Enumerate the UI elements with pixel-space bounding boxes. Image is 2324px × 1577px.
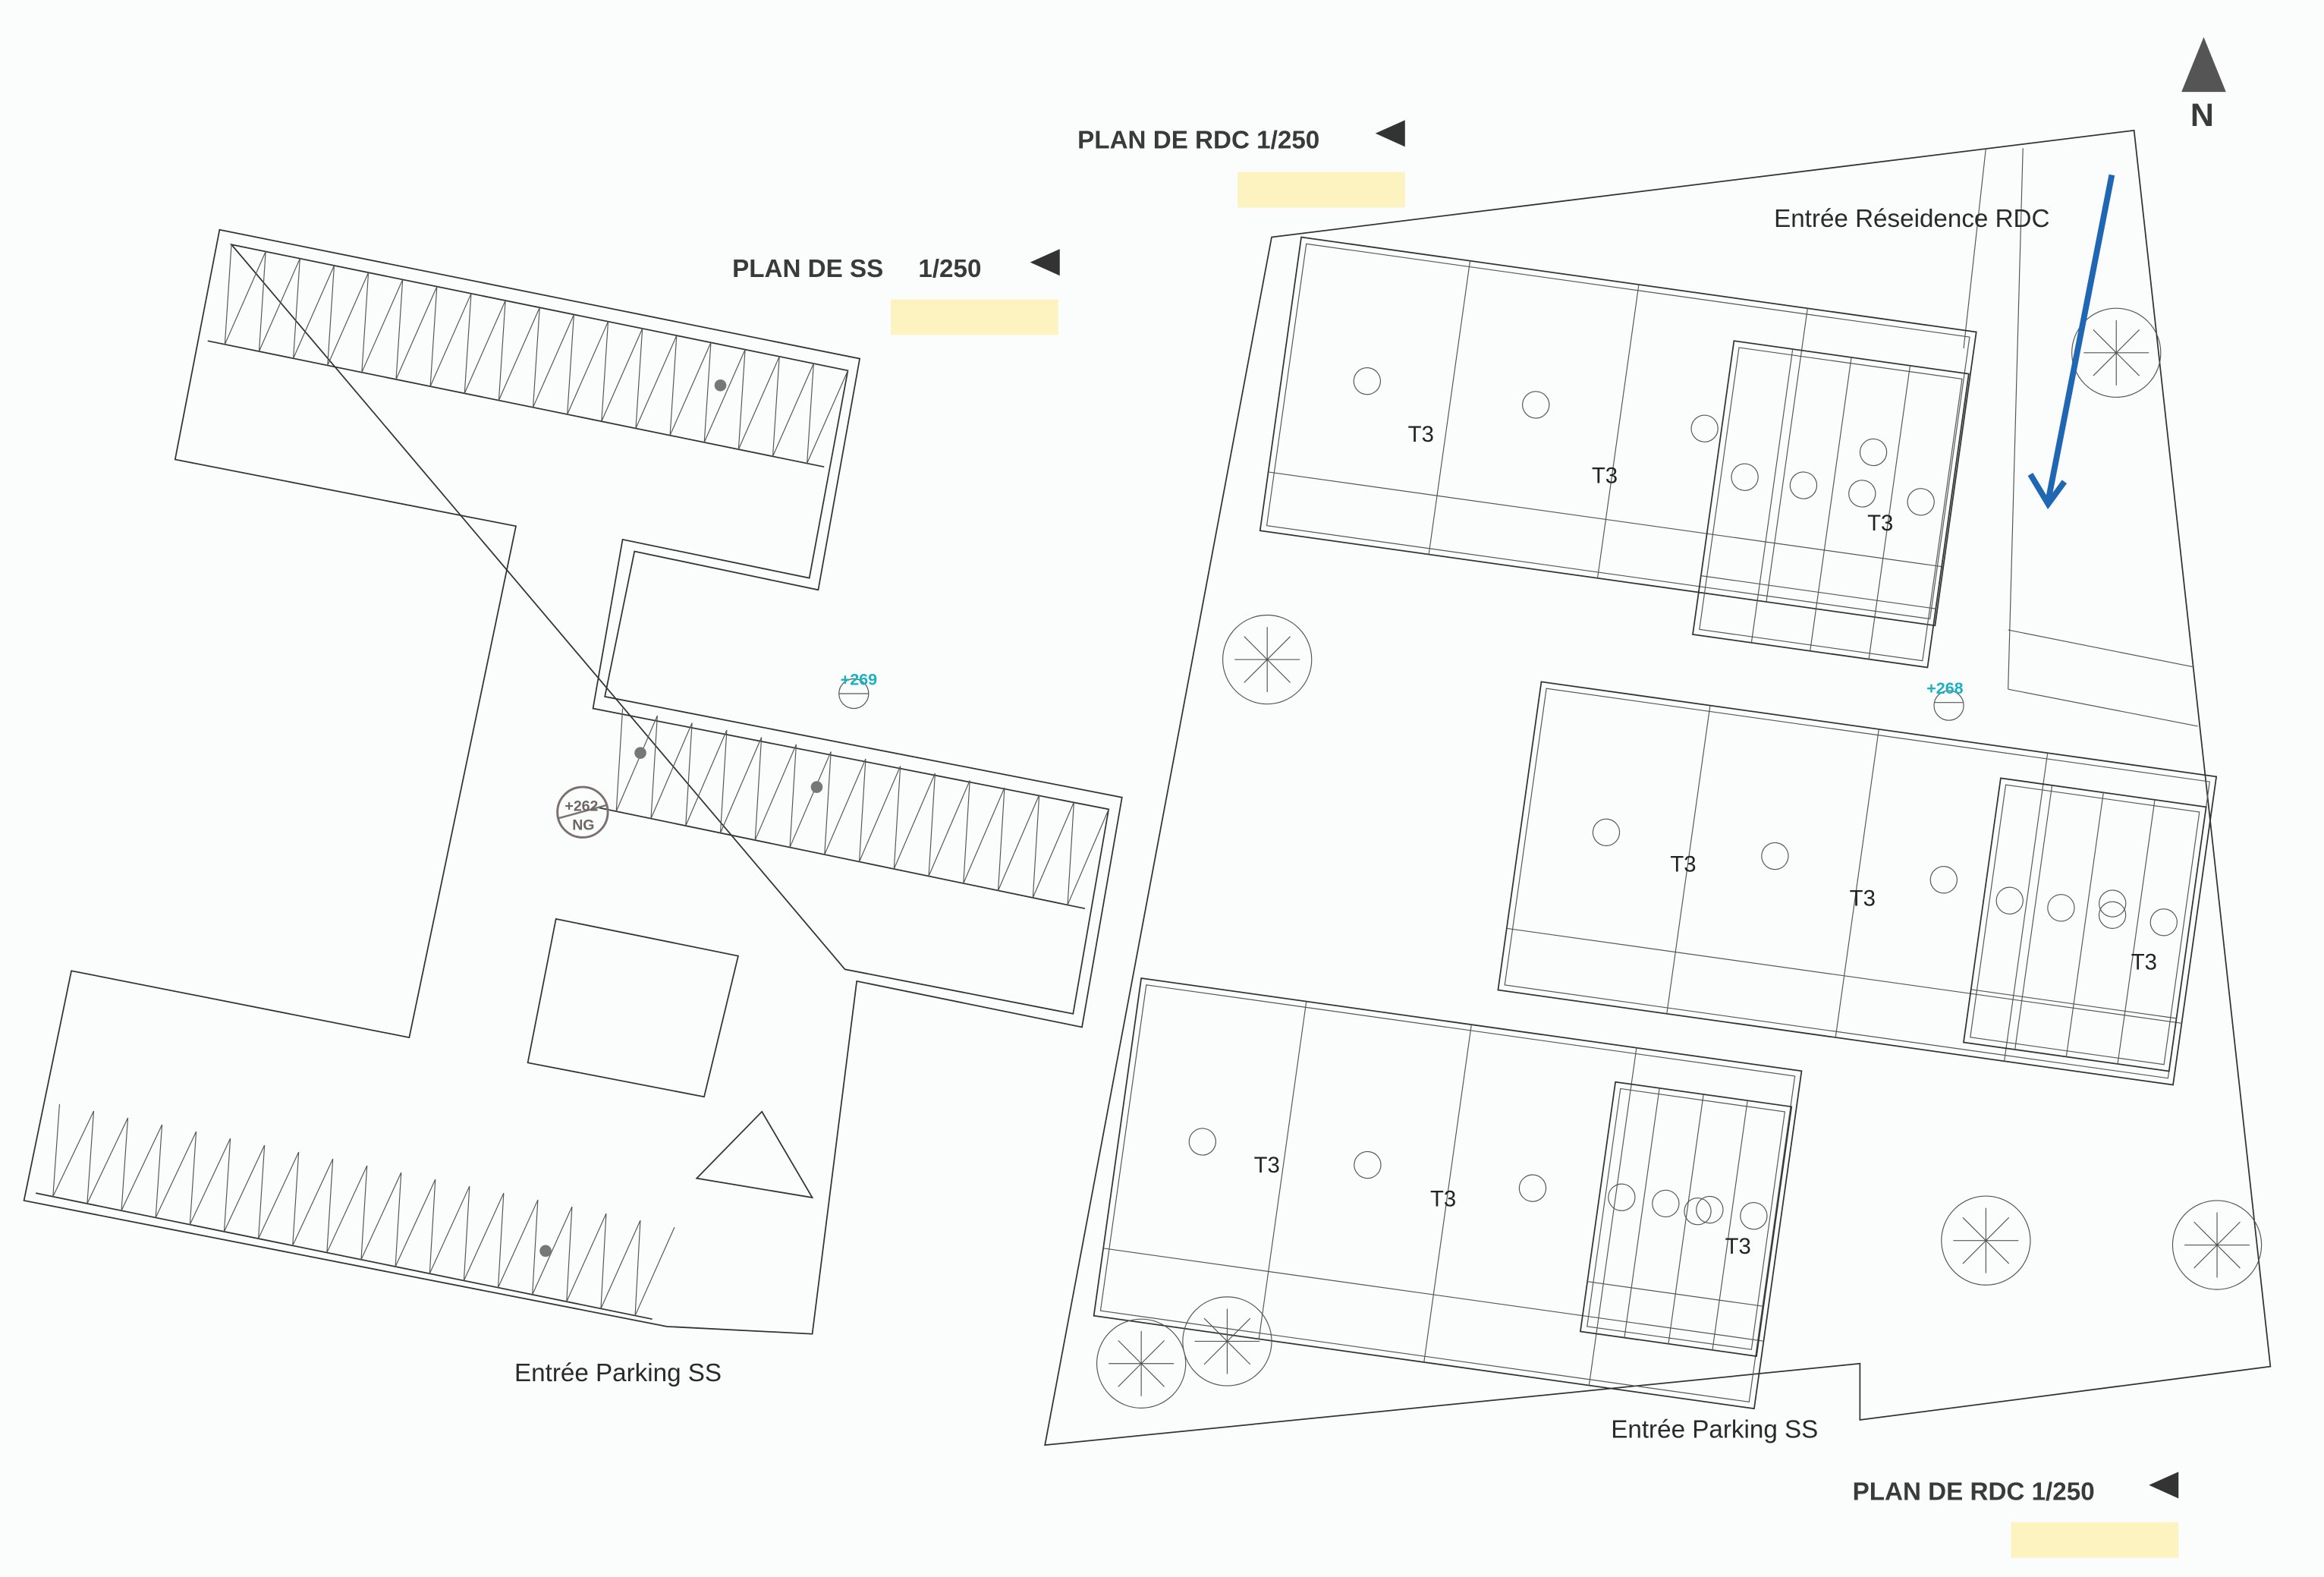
parking-stall (258, 251, 300, 352)
parking-stall (293, 258, 335, 359)
title-rdc-bottom: PLAN DE RDC 1/250 (1853, 1478, 2095, 1506)
entrance-arrow-icon (2027, 174, 2115, 510)
north-arrow-icon: N (2181, 36, 2226, 134)
parking-stall (566, 1207, 607, 1302)
parking-stall (754, 737, 797, 841)
parking-stall (395, 279, 438, 380)
parking-stall (258, 1144, 300, 1239)
parking-stall (824, 751, 866, 855)
svg-text:NG: NG (572, 817, 594, 834)
parking-stall (601, 321, 643, 422)
unit-type-label: T3 (1867, 511, 1893, 536)
section-arrow-icon (1030, 249, 1060, 276)
unit-type-label: T3 (1592, 464, 1618, 489)
parking-stall (963, 780, 1005, 884)
parking-stall (1067, 801, 1109, 905)
parking-stall (327, 265, 370, 366)
parking-stall (858, 758, 901, 862)
parking-stall (1032, 795, 1074, 899)
parking-stall (703, 342, 746, 443)
residential-block (1497, 681, 2218, 1086)
parking-stall (292, 1151, 334, 1246)
unit-type-label: T3 (2131, 949, 2157, 974)
title-highlight (1237, 172, 1405, 208)
accessible-parking-icon (539, 379, 823, 1258)
basement-plan: +269 +262 NG Entrée Parking SS (23, 228, 1123, 1387)
unit-type-label: T3 (1430, 1187, 1456, 1212)
unit-type-label: T3 (1670, 851, 1696, 877)
level-marker-rdc: +268 (1926, 679, 1964, 721)
residential-block (1692, 340, 1970, 669)
tree-icon (1096, 1318, 1187, 1409)
tree-icon (1182, 1296, 1272, 1387)
entree-residence-label: Entrée Réseidence RDC (1774, 205, 2049, 233)
title-ss: PLAN DE SS 1/250 (732, 255, 981, 283)
unit-type-label: T3 (1850, 886, 1876, 911)
parking-stall (497, 1193, 539, 1288)
parking-stall (86, 1110, 129, 1204)
parking-stall (498, 300, 540, 401)
section-arrow-icon (1375, 120, 1405, 147)
parking-stall (52, 1103, 95, 1198)
entree-parking-label: Entrée Parking SS (1611, 1415, 1818, 1443)
parking-stall (737, 349, 780, 450)
parking-stall (429, 286, 472, 387)
parking-stall (532, 1200, 573, 1295)
parking-stall (772, 356, 814, 457)
entree-parking-label: Entrée Parking SS (514, 1359, 722, 1387)
tree-icon (2171, 1200, 2263, 1290)
parking-stall (789, 744, 832, 848)
section-arrow-icon (2149, 1472, 2179, 1499)
north-label: N (2190, 97, 2214, 134)
parking-stall (685, 722, 728, 826)
title-highlight (891, 299, 1058, 335)
parking-stall (463, 1186, 505, 1281)
parking-stall (719, 729, 763, 833)
svg-text:+268: +268 (1926, 679, 1963, 697)
parking-stall (223, 1138, 266, 1232)
parking-stall (532, 307, 574, 408)
parking-stall (189, 1131, 231, 1225)
parking-stall (928, 773, 970, 877)
title-highlight (2011, 1522, 2179, 1558)
svg-text:+269: +269 (841, 670, 877, 688)
title-rdc-top: PLAN DE RDC 1/250 (1077, 126, 1319, 154)
level-marker-ss: +269 (838, 670, 877, 710)
parking-stall (669, 335, 712, 436)
parking-stall (807, 363, 848, 464)
parking-stall (429, 1179, 470, 1274)
svg-text:+262: +262 (564, 798, 598, 814)
residential-block (1093, 977, 1803, 1410)
parking-stall (893, 766, 936, 870)
level-marker-ng: +262 NG (556, 785, 609, 839)
parking-stall (464, 293, 506, 394)
parking-stall (567, 314, 609, 415)
parking-stall (615, 708, 658, 812)
parking-stall (635, 328, 678, 429)
tree-icon (1222, 614, 1313, 705)
parking-stall (224, 244, 266, 345)
residential-block (1259, 236, 1977, 627)
tree-icon (1941, 1195, 2031, 1286)
parking-stall (361, 272, 404, 373)
parking-stall (395, 1173, 436, 1267)
unit-type-label: T3 (1725, 1234, 1751, 1259)
parking-stall (997, 787, 1040, 891)
parking-stall (634, 1220, 675, 1316)
parking-stall (600, 1213, 641, 1309)
parking-stall (360, 1166, 402, 1261)
parking-stall (155, 1124, 197, 1218)
parking-stall (650, 715, 693, 819)
residential-block (1962, 777, 2207, 1072)
parking-stall (121, 1117, 163, 1211)
residential-block (1579, 1081, 1793, 1358)
unit-type-label: T3 (1254, 1153, 1280, 1178)
parking-stall (326, 1158, 368, 1253)
unit-type-label: T3 (1408, 422, 1434, 447)
tree-icon (2071, 307, 2162, 398)
